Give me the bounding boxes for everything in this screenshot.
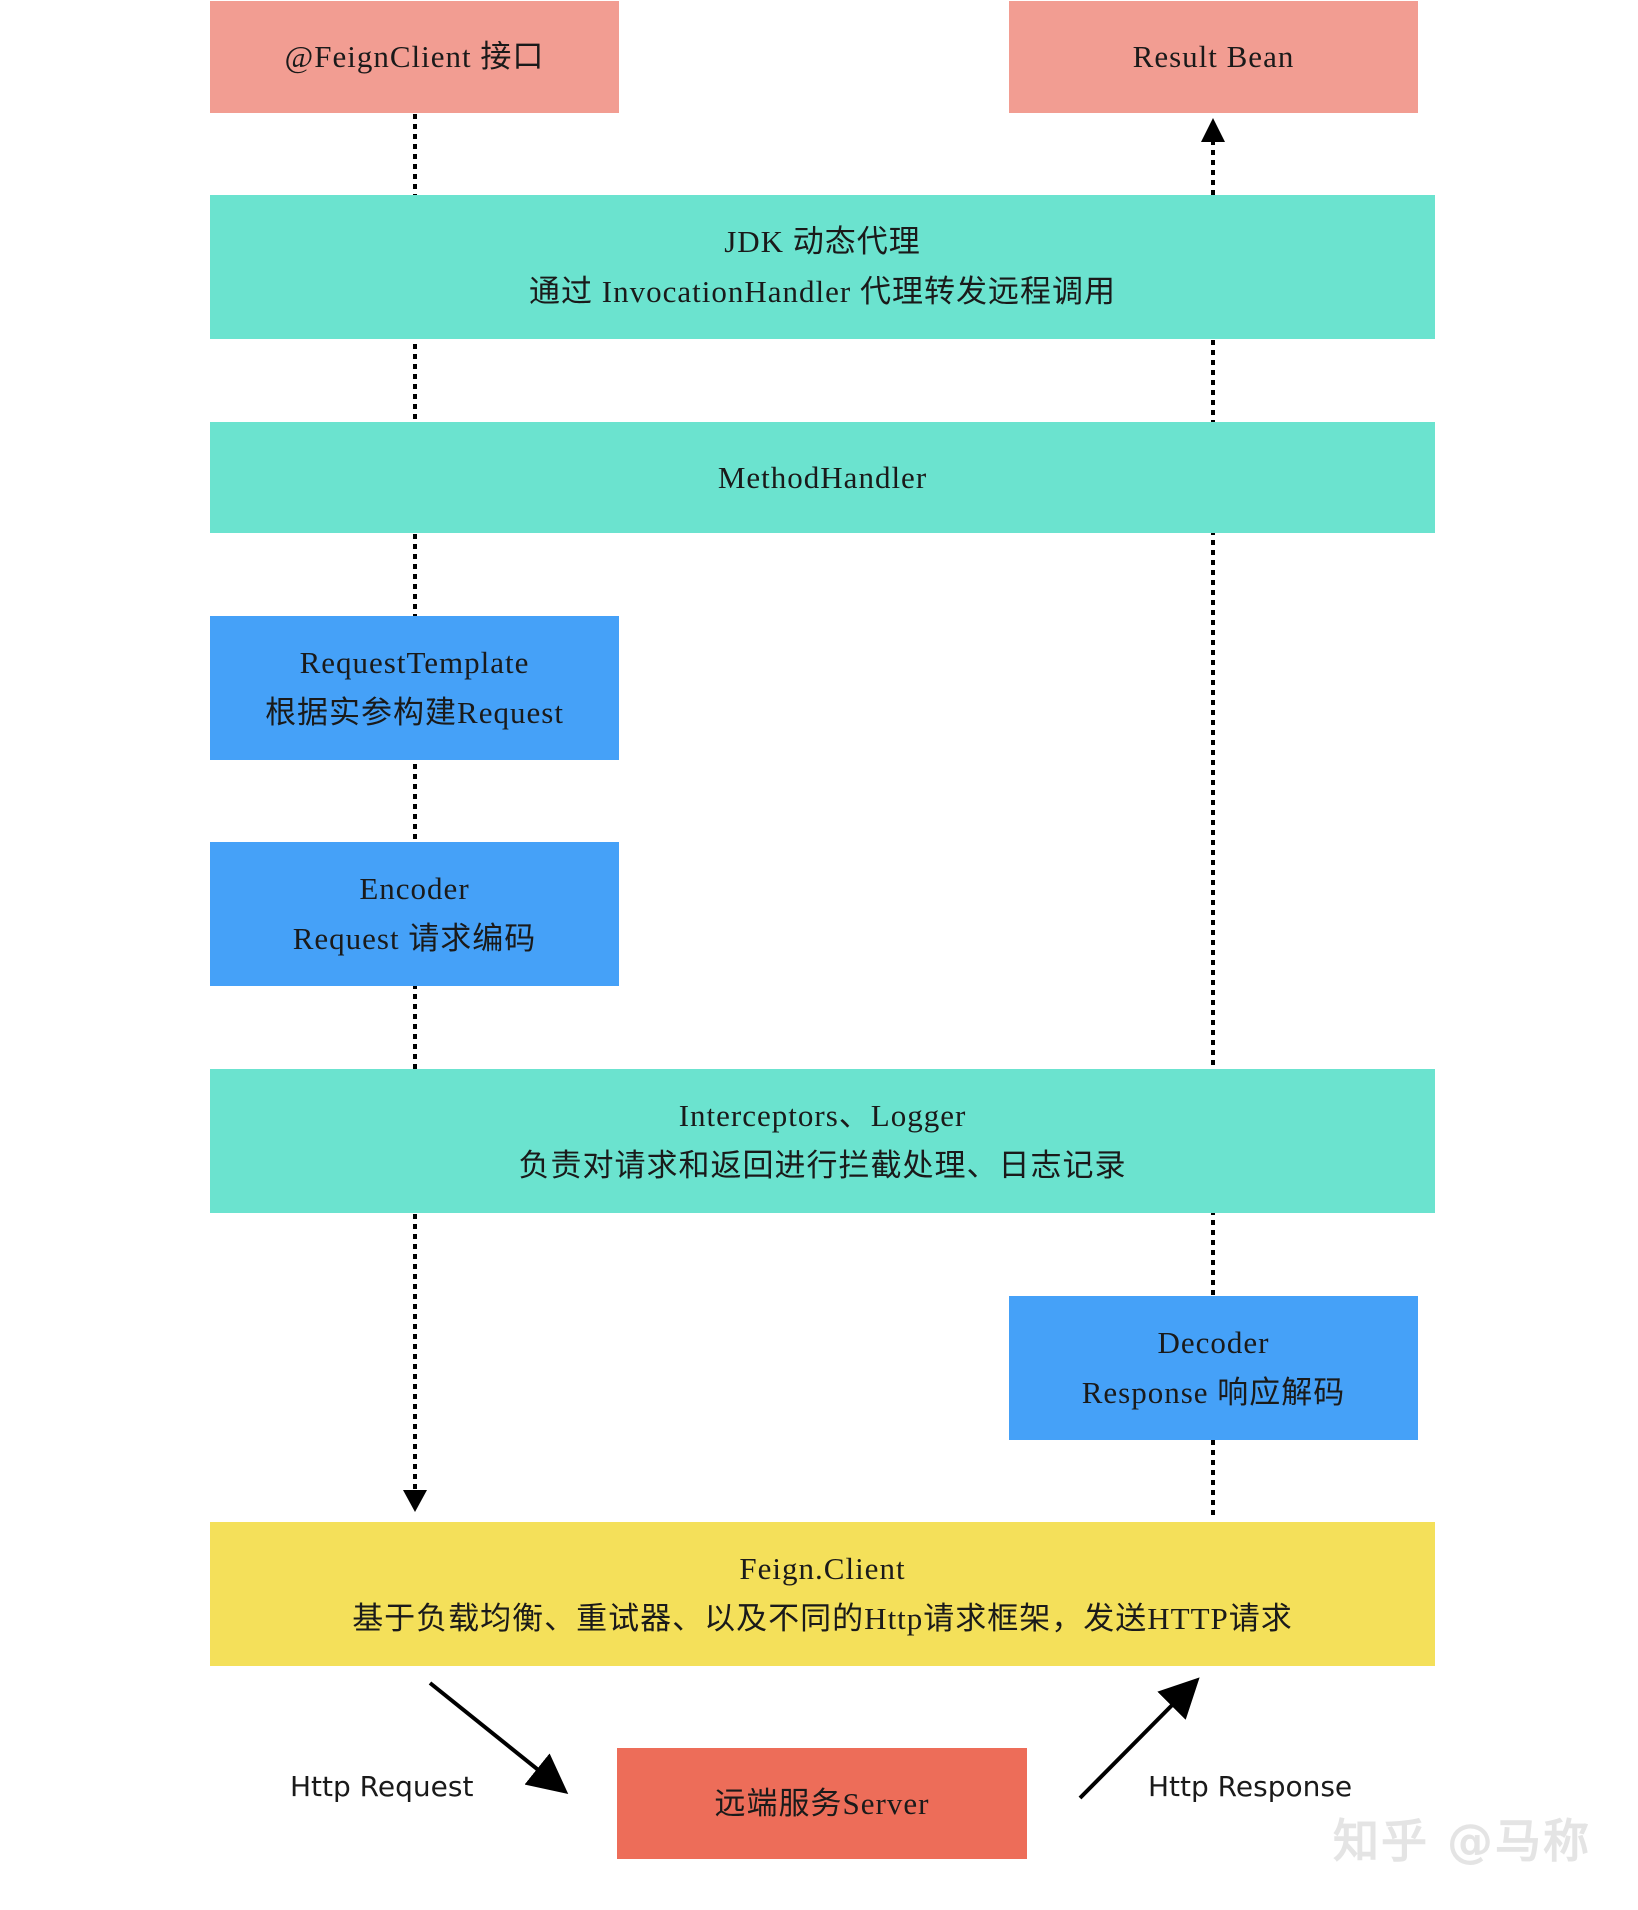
result-bean-label: Result Bean [1132,39,1295,74]
http-response-label: Http Response [1148,1770,1353,1803]
decoder-box: Decoder Response 响应解码 [1009,1296,1418,1440]
decoder-description: Response 响应解码 [1081,1375,1346,1410]
interceptors-box: Interceptors、Logger 负责对请求和返回进行拦截处理、日志记录 [210,1069,1435,1213]
interceptors-description: 负责对请求和返回进行拦截处理、日志记录 [518,1148,1127,1183]
feign-client-description: 基于负载均衡、重试器、以及不同的Http请求框架，发送HTTP请求 [352,1601,1293,1636]
feign-client-interface-box: @FeignClient 接口 [210,1,619,113]
remote-server-label: 远端服务Server [714,1785,930,1821]
remote-server-box: 远端服务Server [617,1748,1027,1859]
encoder-description: Request 请求编码 [292,921,537,956]
encoder-title: Encoder [359,871,470,906]
method-handler-box: MethodHandler [210,422,1435,533]
method-handler-label: MethodHandler [717,459,928,495]
response-flow-arrowhead [1201,118,1225,142]
http-request-arrow [428,1681,569,1795]
jdk-proxy-description: 通过 InvocationHandler 代理转发远程调用 [529,274,1116,309]
request-template-title: RequestTemplate [299,645,530,680]
http-response-arrow [1078,1677,1200,1800]
jdk-proxy-title: JDK 动态代理 [724,224,921,259]
jdk-proxy-box: JDK 动态代理 通过 InvocationHandler 代理转发远程调用 [210,195,1435,339]
request-flow-arrowhead [403,1490,427,1512]
feign-client-interface-label: @FeignClient 接口 [284,39,545,74]
http-request-label: Http Request [290,1770,474,1803]
feign-client-title: Feign.Client [739,1551,906,1586]
request-template-description: 根据实参构建Request [265,695,564,730]
zhihu-watermark: 知乎 @马称 [1333,1814,1592,1868]
feign-client-box: Feign.Client 基于负载均衡、重试器、以及不同的Http请求框架，发送… [210,1522,1435,1666]
request-template-box: RequestTemplate 根据实参构建Request [210,616,619,760]
interceptors-title: Interceptors、Logger [678,1098,967,1133]
result-bean-box: Result Bean [1009,1,1418,113]
encoder-box: Encoder Request 请求编码 [210,842,619,986]
decoder-title: Decoder [1157,1325,1270,1360]
